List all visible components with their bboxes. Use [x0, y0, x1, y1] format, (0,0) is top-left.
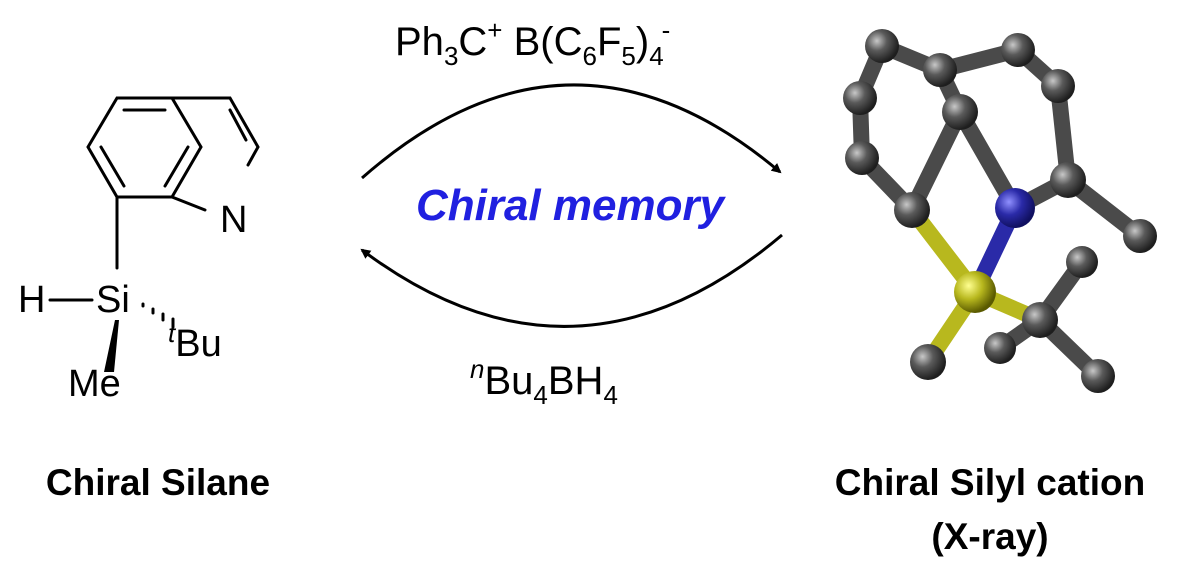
- carbon-atom: [1001, 33, 1035, 67]
- forward-arrow: [361, 83, 782, 180]
- carbon-atom: [894, 192, 930, 228]
- reagent-top-f: F: [597, 20, 621, 64]
- reagent-top-ph-sub: 3: [444, 41, 458, 71]
- reagent-bottom-n-sup: n: [470, 354, 484, 384]
- reverse-arrow: [360, 233, 783, 328]
- atom-me: Me: [68, 363, 121, 405]
- carbon-atom: [1123, 219, 1157, 253]
- silyl-cation-xray-model: [843, 29, 1157, 393]
- reagent-top: Ph3C+ B(C6F5)4-: [395, 15, 670, 71]
- reagent-top-close-sub: 4: [649, 41, 663, 71]
- reagent-top-close: ): [636, 20, 649, 64]
- reagent-bottom-bh-sub: 4: [603, 380, 617, 410]
- carbon-atom: [923, 53, 957, 87]
- reagent-top-b: B(C: [502, 20, 582, 64]
- reagent-bottom-bu: Bu: [484, 359, 533, 403]
- carbon-atom: [845, 141, 879, 175]
- atom-tbu: tBu: [168, 318, 222, 365]
- chiral-memory-label: Chiral memory: [416, 181, 727, 230]
- carbon-atom: [984, 332, 1016, 364]
- caption-chiral-silyl-cation: Chiral Silyl cation: [835, 462, 1145, 503]
- tbu-text: Bu: [175, 323, 221, 365]
- carbon-atom: [1041, 69, 1075, 103]
- atom-n: N: [220, 199, 247, 241]
- carbon-atom: [843, 81, 877, 115]
- benzo-ring: [86, 96, 203, 199]
- carbon-atom: [1022, 302, 1058, 338]
- reagent-top-c-sup: +: [487, 15, 502, 45]
- nitrogen-atom: [995, 188, 1035, 228]
- carbon-atom: [865, 29, 899, 63]
- silicon-atom: [954, 271, 996, 313]
- reagent-top-c6-sub: 6: [582, 41, 596, 71]
- carbon-atom: [1066, 246, 1098, 278]
- pyridine-ring: [170, 96, 260, 167]
- carbon-atom: [942, 94, 978, 130]
- caption-xray: (X-ray): [931, 516, 1048, 557]
- reagent-top-close-sup: -: [662, 15, 671, 45]
- reagent-top-c: C: [458, 20, 487, 64]
- reagent-bottom-bh: BH: [548, 359, 604, 403]
- silane-atom-labels: N Si H tBu Me: [18, 199, 247, 405]
- wedge-bond: [104, 320, 119, 372]
- carbon-atom: [1081, 359, 1115, 393]
- carbon-atom: [1050, 162, 1086, 198]
- carbon-atom: [910, 344, 946, 380]
- atom-si: Si: [96, 279, 130, 321]
- atom-h: H: [18, 279, 45, 321]
- reagent-top-f5-sub: 5: [621, 41, 635, 71]
- reagent-bottom: nBu4BH4: [470, 354, 618, 410]
- reagent-top-ph: Ph: [395, 20, 444, 64]
- hashed-bond: [141, 302, 175, 329]
- caption-chiral-silane: Chiral Silane: [46, 462, 270, 503]
- chiral-silane-structure: [48, 96, 260, 329]
- tbu-prefix: t: [168, 318, 177, 348]
- reagent-bottom-bu-sub: 4: [533, 380, 547, 410]
